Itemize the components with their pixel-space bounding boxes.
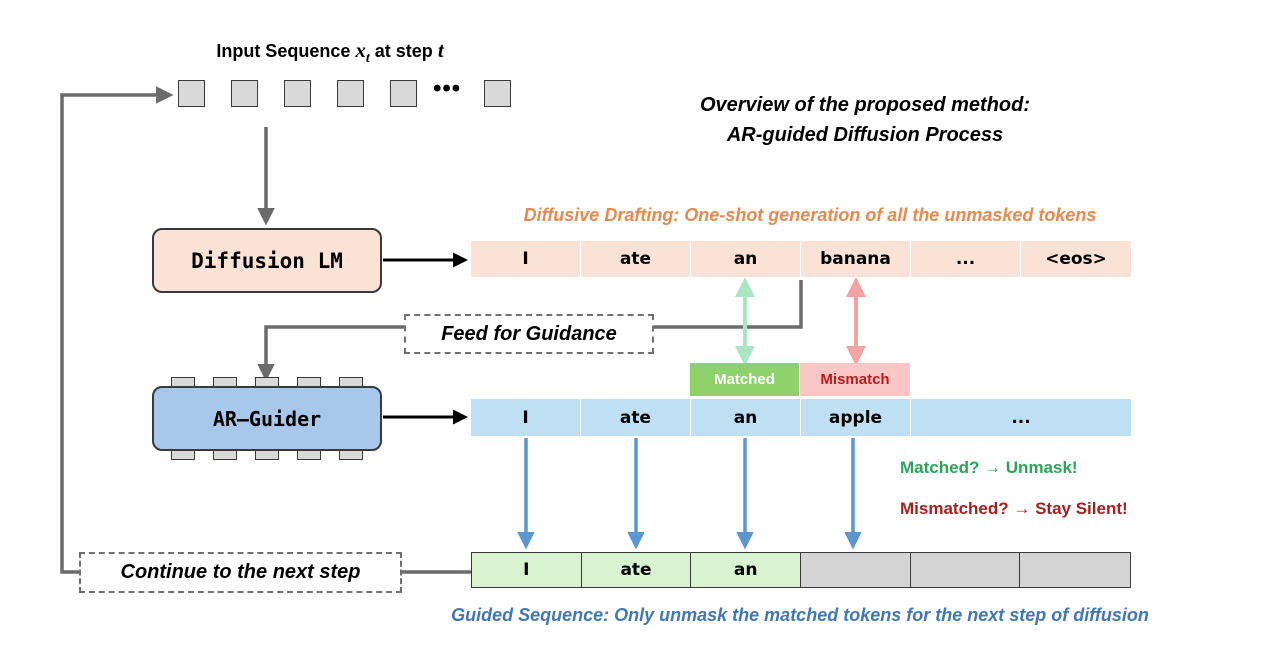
ar-token: an	[691, 399, 801, 436]
mismatched-rule-text: Mismatched? → Stay Silent!	[900, 499, 1128, 518]
input-variable: xt	[355, 38, 370, 67]
step-variable: t	[437, 38, 444, 62]
draft-token: I	[471, 241, 581, 277]
ar-token: apple	[801, 399, 911, 436]
input-label-mid: at step	[374, 41, 433, 61]
input-token-square	[484, 80, 511, 107]
input-token-square	[178, 80, 205, 107]
masked-token	[801, 553, 911, 587]
masked-token	[910, 553, 1021, 587]
drafting-caption: Diffusive Drafting: One-shot generation …	[523, 205, 1097, 225]
input-token-square	[231, 80, 258, 107]
continue-next-step-box: Continue to the next step	[79, 552, 402, 593]
input-sequence-title: Input Sequence xt at step t	[150, 38, 510, 67]
input-token-square	[390, 80, 417, 107]
matched-badge: Matched	[690, 363, 799, 396]
mismatch-badge: Mismatch	[800, 363, 910, 396]
draft-token: an	[691, 241, 801, 277]
ar-guider-box: AR–Guider	[152, 386, 382, 451]
ar-token: ate	[581, 399, 691, 436]
ar-token-row: I ate an apple ...	[471, 399, 1131, 436]
input-ellipsis: •••	[433, 75, 462, 102]
draft-token: banana	[801, 241, 911, 277]
guided-token: ate	[581, 553, 692, 587]
diffusion-lm-box: Diffusion LM	[152, 228, 382, 293]
ar-token: ...	[1011, 407, 1031, 428]
overview-line-1: Overview of the proposed method:	[699, 94, 1031, 116]
guided-token: I	[472, 553, 582, 587]
draft-token: <eos>	[1045, 249, 1107, 269]
feed-for-guidance-box: Feed for Guidance	[404, 314, 654, 354]
overview-line-2: AR-guided Diffusion Process	[726, 124, 1004, 146]
feed-guidance-arrow	[266, 280, 803, 378]
draft-token-row: I ate an banana ... <eos>	[471, 241, 1131, 277]
overview-title: Overview of the proposed method: AR-guid…	[600, 90, 1130, 150]
draft-token: ...	[911, 241, 1021, 277]
loop-back-arrow	[60, 86, 174, 574]
guided-token: an	[691, 553, 802, 587]
ar-token: I	[471, 399, 581, 436]
matched-rule-text: Matched? → Unmask!	[900, 458, 1078, 477]
masked-token	[1020, 553, 1131, 587]
draft-token: ate	[581, 241, 691, 277]
guided-token-row: I ate an	[471, 552, 1131, 588]
input-label-prefix: Input Sequence	[216, 41, 351, 61]
guided-caption: Guided Sequence: Only unmask the matched…	[451, 605, 1149, 625]
input-token-square	[337, 80, 364, 107]
input-token-square	[284, 80, 311, 107]
